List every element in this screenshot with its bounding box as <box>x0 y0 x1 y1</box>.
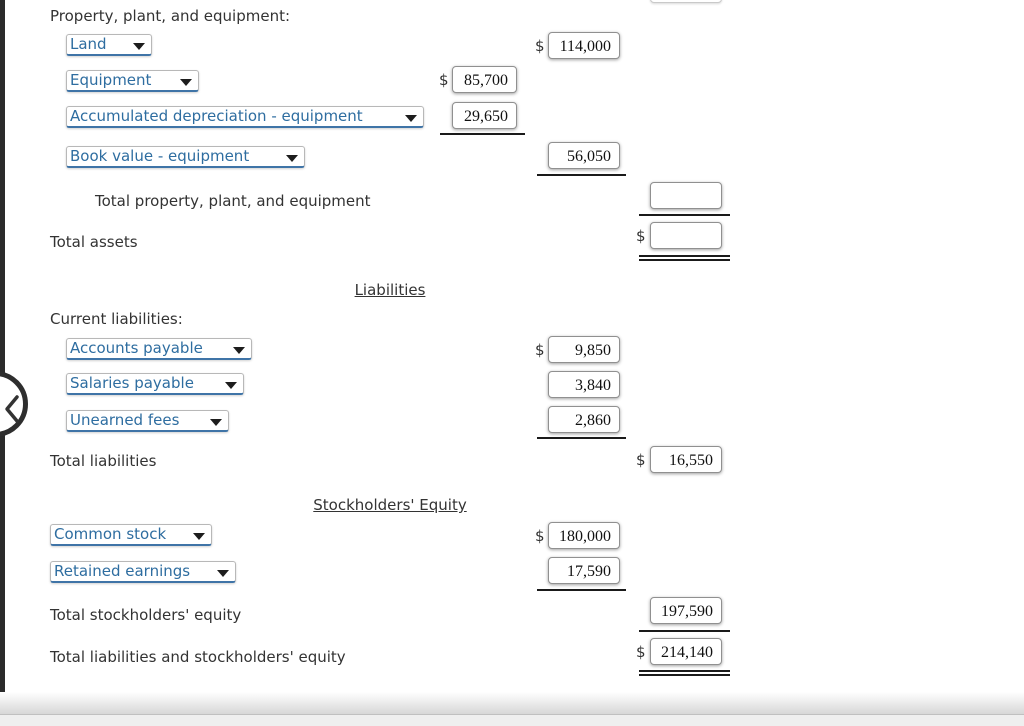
chevron-down-icon <box>133 43 145 50</box>
total-liabilities-and-equity-label: Total liabilities and stockholders' equi… <box>50 648 346 666</box>
amount-input-retained-earnings[interactable]: 17,590 <box>548 557 620 584</box>
content-bottom-shadow <box>0 692 1024 714</box>
amount-input-common-stock[interactable]: 180,000 <box>548 522 620 549</box>
dollar-sign: $ <box>535 341 545 359</box>
account-select-common-stock[interactable]: Common stock <box>50 524 212 546</box>
account-select-salaries-payable[interactable]: Salaries payable <box>66 373 244 395</box>
panel-edge-line <box>0 0 5 703</box>
total-assets-label: Total assets <box>50 233 138 251</box>
amount-input-total-assets[interactable] <box>650 222 722 249</box>
chevron-down-icon <box>225 382 237 389</box>
single-underline <box>537 174 626 176</box>
account-select-unearned-fees[interactable]: Unearned fees <box>66 410 229 432</box>
amount-input-unearned-fees[interactable]: 2,860 <box>548 406 620 433</box>
chevron-down-icon <box>210 419 222 426</box>
account-select-equipment[interactable]: Equipment <box>66 70 199 92</box>
single-underline <box>639 214 730 216</box>
double-underline-bottom <box>639 259 730 261</box>
dollar-sign: $ <box>535 37 545 55</box>
amount-input-total-liabilities[interactable]: 16,550 <box>650 446 722 473</box>
double-underline-top <box>639 670 730 672</box>
chevron-down-icon <box>286 155 298 162</box>
account-select-equipment-label: Equipment <box>70 71 152 89</box>
amount-input-total-stockholders-equity[interactable]: 197,590 <box>650 597 722 624</box>
dollar-sign: $ <box>439 71 449 89</box>
account-select-accumulated-depreciation-label: Accumulated depreciation - equipment <box>70 107 363 125</box>
amount-input-accounts-payable[interactable]: 9,850 <box>548 336 620 363</box>
account-select-land-label: Land <box>70 35 107 53</box>
account-select-retained-earnings[interactable]: Retained earnings <box>50 561 236 583</box>
account-select-retained-earnings-label: Retained earnings <box>54 562 191 580</box>
account-select-land[interactable]: Land <box>66 34 152 56</box>
amount-input-equipment[interactable]: 85,700 <box>452 66 517 93</box>
amount-input-cutoff[interactable] <box>650 0 722 3</box>
account-select-book-value-label: Book value - equipment <box>70 147 250 165</box>
chevron-down-icon <box>193 533 205 540</box>
account-select-unearned-fees-label: Unearned fees <box>70 411 180 429</box>
dollar-sign: $ <box>636 451 646 469</box>
section-heading-liabilities: Liabilities <box>354 281 426 299</box>
account-select-accounts-payable-label: Accounts payable <box>70 339 203 357</box>
chevron-down-icon <box>233 347 245 354</box>
account-select-accumulated-depreciation[interactable]: Accumulated depreciation - equipment <box>66 106 424 128</box>
amount-input-book-value[interactable]: 56,050 <box>548 142 620 169</box>
single-underline <box>440 133 525 135</box>
amount-input-land[interactable]: 114,000 <box>548 32 620 59</box>
chevron-left-icon <box>5 395 19 423</box>
double-underline-bottom <box>639 674 730 676</box>
total-liabilities-label: Total liabilities <box>50 452 157 470</box>
ppe-group-label: Property, plant, and equipment: <box>50 7 291 25</box>
account-select-book-value[interactable]: Book value - equipment <box>66 146 305 168</box>
account-select-accounts-payable[interactable]: Accounts payable <box>66 338 252 360</box>
panel-collapse-button[interactable] <box>0 371 28 437</box>
current-liabilities-group-label: Current liabilities: <box>50 310 183 328</box>
double-underline-top <box>639 255 730 257</box>
chevron-down-icon <box>180 79 192 86</box>
horizontal-scrollbar[interactable] <box>0 714 1024 726</box>
section-heading-stockholders-equity: Stockholders' Equity <box>313 496 467 514</box>
amount-input-total-liabilities-and-equity[interactable]: 214,140 <box>650 638 722 665</box>
dollar-sign: $ <box>636 643 646 661</box>
single-underline <box>537 437 626 439</box>
amount-input-salaries-payable[interactable]: 3,840 <box>548 371 620 398</box>
single-underline <box>537 589 626 591</box>
total-ppe-label: Total property, plant, and equipment <box>95 192 371 210</box>
single-underline <box>639 630 730 632</box>
chevron-down-icon <box>405 115 417 122</box>
amount-input-total-ppe[interactable] <box>650 182 722 209</box>
chevron-down-icon <box>217 570 229 577</box>
account-select-common-stock-label: Common stock <box>54 525 167 543</box>
dollar-sign: $ <box>636 227 646 245</box>
dollar-sign: $ <box>535 527 545 545</box>
total-stockholders-equity-label: Total stockholders' equity <box>50 606 242 624</box>
amount-input-accumulated-depreciation[interactable]: 29,650 <box>452 102 517 129</box>
account-select-salaries-payable-label: Salaries payable <box>70 374 194 392</box>
